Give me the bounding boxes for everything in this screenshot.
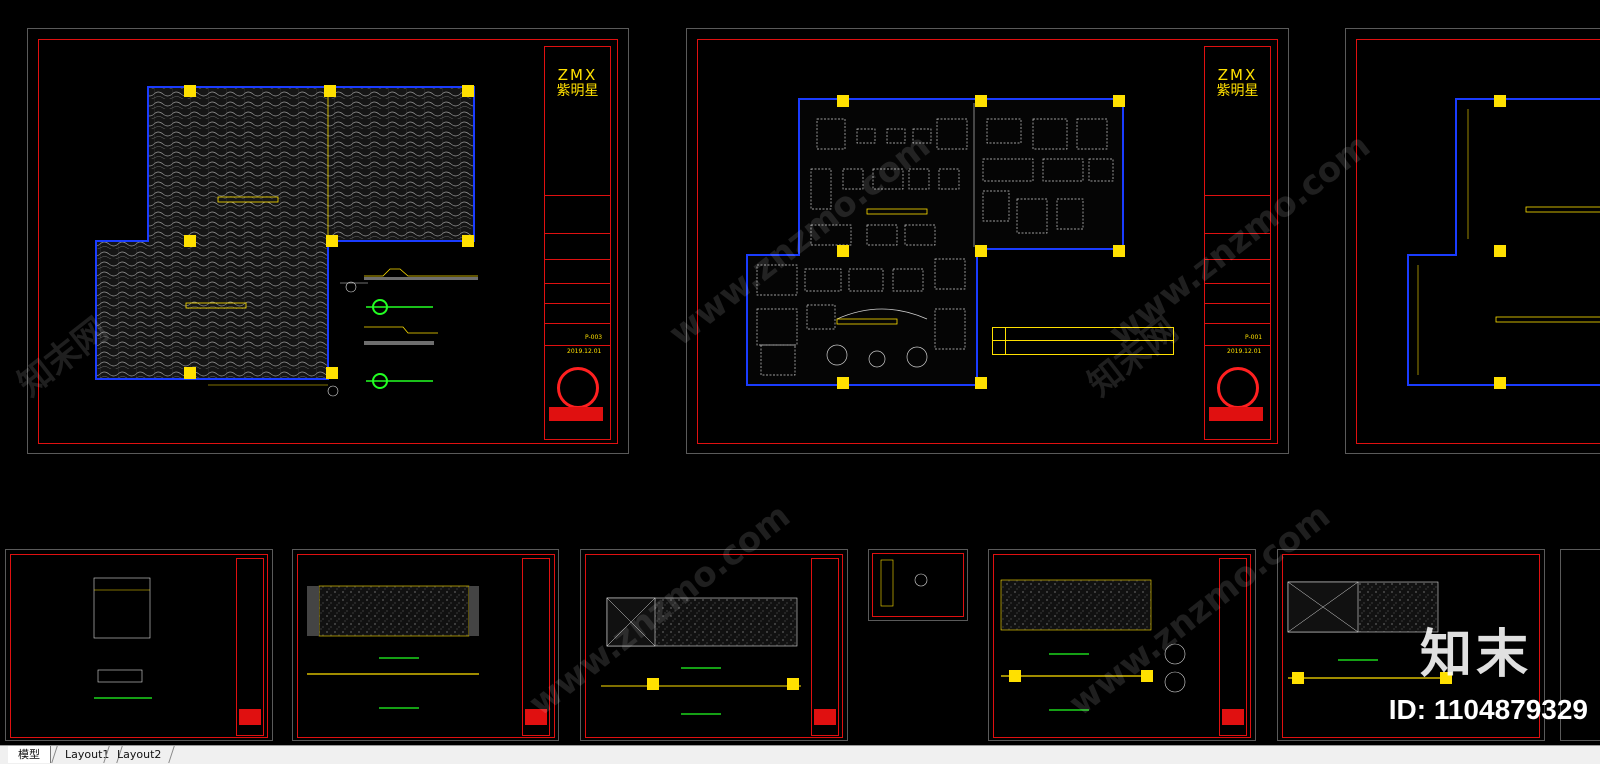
layout-tab-bar: 模型 Layout1 Layout2 (0, 745, 1600, 764)
detail-mark-icon (372, 373, 388, 389)
elevation-drawing (1287, 581, 1448, 679)
logo-cn: 紫明星 (1216, 83, 1259, 99)
column (326, 367, 338, 379)
column (1113, 245, 1125, 257)
seal-icon (1217, 367, 1259, 409)
column (837, 377, 849, 389)
brand-watermark: 知末 (1419, 625, 1532, 685)
column (1440, 672, 1452, 684)
drawing-sheet-dimension-plan[interactable] (1345, 28, 1600, 454)
drawing-number: P-001 (1245, 334, 1263, 341)
elevation-drawing (1000, 579, 1186, 711)
sheet-frame (697, 39, 1278, 444)
column (1292, 672, 1304, 684)
column (1494, 95, 1506, 107)
column (975, 377, 987, 389)
column (1141, 670, 1153, 682)
drawing-sheet-elevation-2[interactable] (580, 549, 848, 741)
seal-stamp-icon (814, 709, 836, 725)
drawing-sheet-floor-plan[interactable]: ZMX 紫明星 P-003 2019.12.01 (27, 28, 629, 454)
drawing-sheet-detail-2[interactable] (868, 549, 968, 621)
column (837, 95, 849, 107)
sheet-frame (297, 554, 555, 738)
dimension-plan-drawing (1407, 98, 1600, 386)
column (975, 245, 987, 257)
seal-stamp-icon (1222, 709, 1244, 725)
column (462, 85, 474, 97)
column (1113, 95, 1125, 107)
column (184, 235, 196, 247)
drawing-sheet-elevation-4[interactable] (1277, 549, 1545, 741)
title-block: ZMX 紫明星 P-001 2019.12.01 (1204, 46, 1271, 440)
tab-model[interactable]: 模型 (8, 746, 51, 763)
column (1494, 245, 1506, 257)
seal-icon (557, 367, 599, 409)
drawing-sheet-detail-1[interactable] (5, 549, 273, 741)
drawing-sheet-elevation-1[interactable] (292, 549, 559, 741)
logo-en: ZMX (1217, 66, 1258, 84)
seal-stamp-icon (549, 407, 603, 421)
sheet-frame (872, 553, 964, 617)
asset-id-text: ID: 1104879329 (1388, 694, 1588, 725)
title-block: ZMX 紫明星 P-003 2019.12.01 (544, 46, 611, 440)
tab-label: 模型 (18, 748, 40, 761)
elevation-drawing (601, 597, 801, 715)
sheet-frame (38, 39, 618, 444)
seal-stamp-icon (239, 709, 261, 725)
tab-label: Layout2 (117, 748, 162, 761)
title-block (1219, 558, 1247, 736)
drawing-date: 2019.12.01 (1227, 348, 1262, 355)
logo-en: ZMX (557, 66, 598, 84)
column (837, 245, 849, 257)
floor-plan-drawing (95, 86, 478, 397)
column (326, 235, 338, 247)
column (647, 678, 659, 690)
logo-cn: 紫明星 (556, 83, 599, 99)
sheet-frame (585, 554, 843, 738)
sheet-frame (1282, 554, 1540, 738)
tab-label: Layout1 (65, 748, 110, 761)
column (184, 367, 196, 379)
sheet-frame (1356, 39, 1600, 444)
drawing-sheet-elevation-3[interactable] (988, 549, 1256, 741)
detail-drawing (880, 559, 928, 607)
title-block (811, 558, 839, 736)
seal-stamp-icon (1209, 407, 1263, 421)
drawing-sheet-furniture-plan[interactable]: ZMX 紫明星 P-001 2019.12.01 (686, 28, 1289, 454)
seal-stamp-icon (525, 709, 547, 725)
elevation-drawing (307, 585, 479, 709)
column (324, 85, 336, 97)
column (184, 85, 196, 97)
sheet-frame (10, 554, 268, 738)
drawing-sheet-partial[interactable] (1560, 549, 1600, 741)
tab-layout2[interactable]: Layout2 (103, 746, 176, 763)
detail-drawing (93, 577, 152, 699)
detail-mark-icon (372, 299, 388, 315)
sheet-frame (993, 554, 1251, 738)
title-block (522, 558, 550, 736)
cad-model-space[interactable]: ZMX 紫明星 P-003 2019.12.01 (0, 0, 1600, 745)
company-logo: ZMX 紫明星 (545, 67, 610, 99)
column (462, 235, 474, 247)
column (787, 678, 799, 690)
legend-box (992, 327, 1174, 355)
column (1009, 670, 1021, 682)
company-logo: ZMX 紫明星 (1205, 67, 1270, 99)
column (975, 95, 987, 107)
title-block (236, 558, 264, 736)
column (1494, 377, 1506, 389)
drawing-date: 2019.12.01 (567, 348, 602, 355)
drawing-number: P-003 (585, 334, 603, 341)
